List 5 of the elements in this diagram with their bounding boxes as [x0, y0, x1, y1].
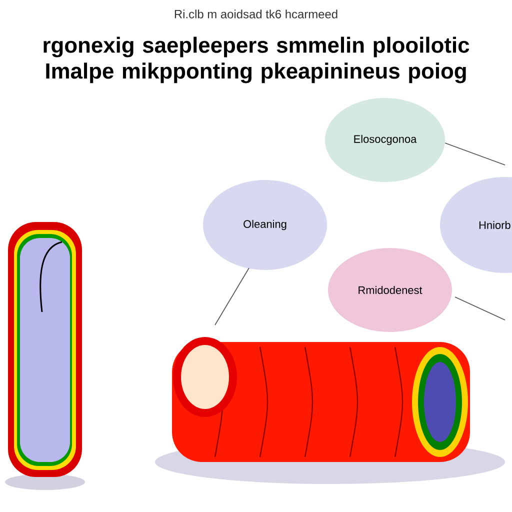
title: rgonexig saepleepers smmelin plooilotic Imalpe mikpponting pkeapinineus poiog [44, 36, 470, 84]
subtitle: Ri.clb m aoidsad tk6 hcarmeed [174, 10, 338, 18]
leader-line [454, 296, 506, 320]
leader-line [214, 268, 250, 326]
leader-line [444, 142, 506, 166]
